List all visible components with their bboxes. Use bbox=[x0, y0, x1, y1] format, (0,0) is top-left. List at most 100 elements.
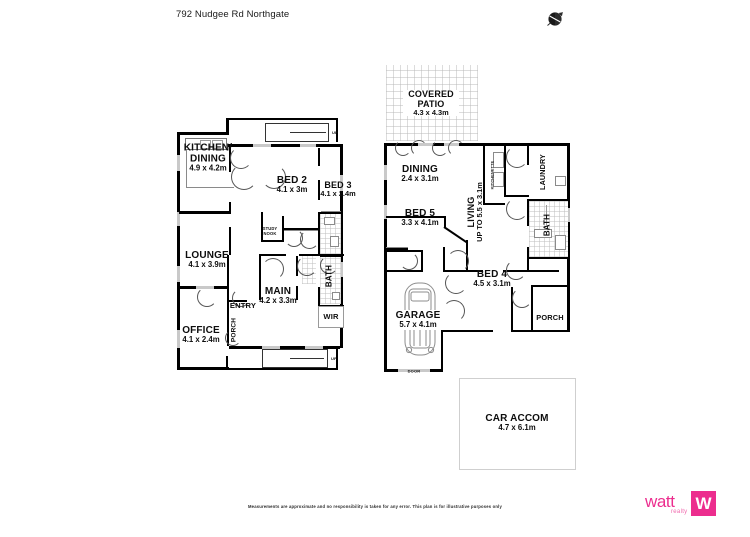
room-label-main: MAIN 4.2 x 3.3m bbox=[259, 286, 297, 306]
wall-bed5-bottom-a bbox=[386, 250, 422, 252]
laundry-tub-icon bbox=[555, 176, 566, 186]
door-bath-r-icon bbox=[506, 260, 526, 280]
logo-mark-letter: W bbox=[695, 494, 712, 513]
wall-lower-horizontal bbox=[229, 346, 340, 349]
door-bath2-icon bbox=[320, 256, 338, 274]
window-right-2 bbox=[340, 262, 343, 277]
wall-main-top-a bbox=[259, 254, 286, 256]
wall-bath-r-left bbox=[527, 247, 529, 272]
stairs-bottom-up-label: UP bbox=[331, 356, 337, 361]
room-label-dining: DINING 2.4 x 3.1m bbox=[401, 164, 439, 184]
bath-r-basin-icon bbox=[534, 229, 552, 238]
bath-label-left: BATH bbox=[324, 264, 334, 288]
wall-garage-right bbox=[441, 330, 443, 371]
window-top-1 bbox=[253, 144, 271, 147]
stairs-top-up-label: UP bbox=[332, 130, 338, 135]
door-hall-icon bbox=[231, 164, 257, 190]
wall-bath-r-left-up bbox=[527, 199, 529, 226]
page-title: 792 Nudgee Rd Northgate bbox=[176, 9, 290, 20]
logo-subtext: realty bbox=[671, 509, 688, 515]
wall-right-plan-right-b bbox=[567, 199, 570, 259]
room-label-bed-2: BED 2 4.1 x 3m bbox=[276, 175, 308, 195]
door-entry-icon bbox=[232, 289, 250, 307]
wall-bed3-left-mid bbox=[318, 180, 320, 200]
wall-kitchenette-right bbox=[504, 145, 506, 195]
door-main-icon bbox=[262, 258, 284, 280]
wall-bed4-top bbox=[443, 270, 483, 272]
kitchen-cupboard-left bbox=[186, 150, 187, 188]
window-r-right-1 bbox=[567, 208, 570, 222]
window-left-1 bbox=[177, 155, 180, 171]
porch-label-right: PORCH bbox=[536, 312, 564, 322]
window-bottom-2 bbox=[305, 346, 323, 349]
window-r-top-2 bbox=[444, 143, 459, 146]
wall-bed4-bottom-a bbox=[513, 330, 533, 332]
door-patio-1-icon bbox=[395, 140, 411, 156]
disclaimer-text: Measurements are approximate and no resp… bbox=[248, 504, 502, 509]
wall-kitchen-lounge bbox=[179, 211, 229, 214]
wall-bed2-bottom bbox=[283, 228, 319, 230]
kitchenette-unit-2 bbox=[493, 172, 504, 187]
wall-hall-r-left bbox=[443, 247, 445, 272]
watt-realty-logo: watt realty W bbox=[645, 489, 717, 527]
wall-bottom-right-step bbox=[336, 348, 338, 370]
window-r-left-2 bbox=[384, 205, 387, 219]
wall-right-plan-top bbox=[384, 143, 570, 146]
wall-kitchenette-bottom bbox=[483, 203, 505, 205]
wall-bath-r-bottom bbox=[527, 257, 569, 259]
wall-top-right-step bbox=[336, 118, 338, 142]
garage-label-plate bbox=[392, 310, 444, 330]
kitchen-bench-top bbox=[185, 138, 227, 139]
living-label: LIVING UP TO 5.5 x 3.1m bbox=[465, 182, 484, 242]
door-patio-3-icon bbox=[432, 140, 448, 156]
wall-top-step bbox=[226, 118, 229, 135]
entry-label: ENTRY bbox=[229, 300, 257, 310]
wall-bed3-left-upper bbox=[318, 148, 320, 166]
room-label-bed-4: BED 4 4.5 x 3.1m bbox=[473, 269, 511, 289]
wall-bed5-bottom-v bbox=[421, 250, 423, 272]
study-nook-label: STUDY NOOK bbox=[262, 226, 278, 236]
wall-bed3-bottom bbox=[320, 212, 342, 214]
door-bed5-robe-icon bbox=[400, 252, 418, 270]
wall-bath-r-top bbox=[527, 199, 569, 201]
kitchen-bench-bottom bbox=[185, 149, 227, 150]
door-patio-2-icon bbox=[411, 140, 427, 156]
covered-patio-label-plate bbox=[403, 90, 459, 116]
wall-bed4-right bbox=[511, 287, 513, 332]
kitchenette-label: KITCHENETTE bbox=[490, 160, 495, 190]
wall-main-right bbox=[296, 286, 298, 300]
wall-upper-horizontal bbox=[228, 144, 340, 147]
door-porch-r-icon bbox=[512, 288, 532, 308]
laundry-label: LAUNDRY bbox=[537, 154, 547, 190]
door-ensuite-icon bbox=[297, 256, 317, 276]
wall-right-plan-right-a bbox=[567, 143, 570, 199]
room-label-bed-3: BED 3 4.1 x 2.4m bbox=[320, 179, 356, 198]
garage-door-seg bbox=[398, 369, 430, 372]
wall-bed4-top-b bbox=[503, 270, 559, 272]
bath-shower-icon bbox=[330, 236, 339, 247]
window-left-2 bbox=[177, 212, 180, 226]
window-r-left-1 bbox=[384, 165, 387, 180]
door-laundry-icon bbox=[506, 146, 528, 168]
room-label-lounge: LOUNGE 4.1 x 3.9m bbox=[185, 250, 229, 270]
window-left-4 bbox=[177, 330, 180, 348]
door-bath-icon bbox=[300, 230, 319, 249]
wall-bottom-step bbox=[226, 356, 228, 370]
wall-top-a bbox=[177, 132, 229, 135]
wall-laundry-left-a bbox=[527, 145, 529, 165]
wall-study-left bbox=[261, 212, 263, 240]
wall-left-outer bbox=[177, 132, 180, 370]
door-livingbath-icon bbox=[506, 198, 528, 220]
bath-r-arrow bbox=[546, 205, 547, 225]
wall-bed4-bottom-b bbox=[441, 330, 493, 332]
door-bed5-icon bbox=[447, 250, 469, 272]
room-label-covered-patio: COVERED PATIO 4.3 x 4.3m bbox=[408, 88, 454, 117]
window-r-top-1 bbox=[418, 143, 433, 146]
wall-porch-top bbox=[531, 285, 570, 287]
porch-label-left: PORCH bbox=[230, 317, 238, 343]
wir-box bbox=[318, 306, 344, 328]
garage-door-label: DOOR bbox=[407, 368, 421, 374]
wall-hall-left-1 bbox=[229, 202, 231, 214]
bed5-robe-line bbox=[386, 247, 408, 248]
